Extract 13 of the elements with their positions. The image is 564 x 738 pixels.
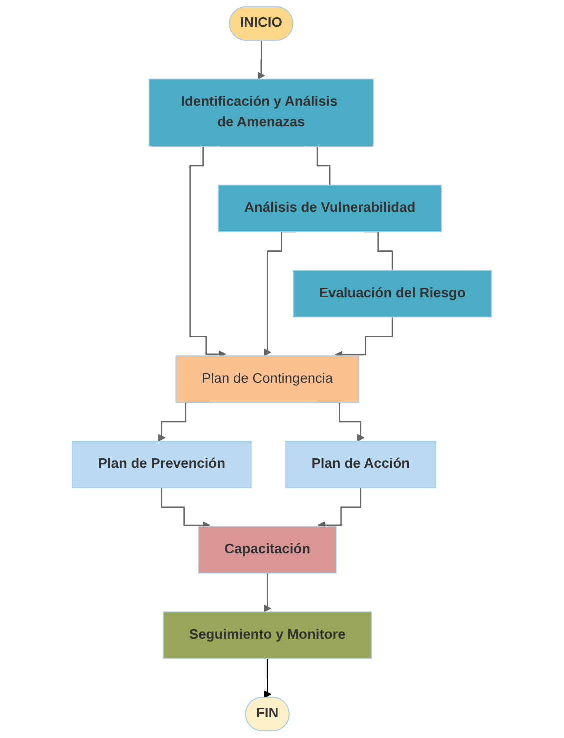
node-box: Identificación y Análisis de Amenazas	[148, 78, 374, 147]
node-box: Evaluación del Riesgo	[293, 270, 492, 318]
node-box: Capacitación	[198, 526, 337, 574]
node-box: Seguimiento y Monitore	[163, 612, 372, 660]
node-box: Plan de Acción	[285, 441, 436, 488]
node-box: Plan de Contingencia	[176, 356, 360, 404]
arrow	[161, 487, 211, 530]
node-box: Plan de Prevención	[72, 441, 252, 488]
arrow	[264, 658, 272, 698]
arrow	[258, 40, 266, 80]
arrow	[264, 572, 272, 612]
node-box: Análisis de Vulnerabilidad	[218, 184, 442, 232]
arrow	[190, 146, 226, 358]
